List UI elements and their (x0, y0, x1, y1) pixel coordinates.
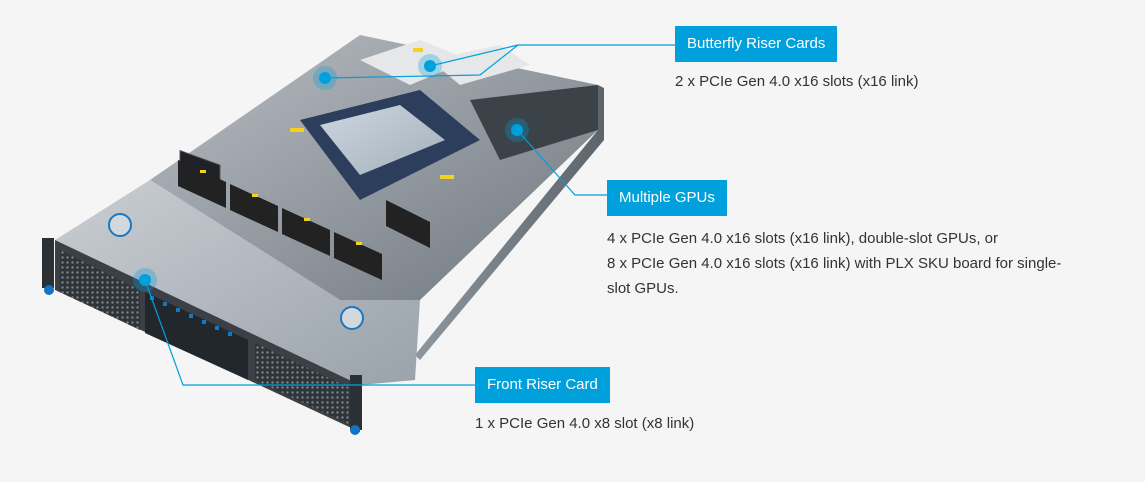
front-riser-card-label[interactable]: Front Riser Card (475, 367, 610, 403)
description-line: 1 x PCIe Gen 4.0 x8 slot (x8 link) (475, 415, 695, 432)
multiple-gpus-label[interactable]: Multiple GPUs (607, 180, 727, 216)
description-line: 2 x PCIe Gen 4.0 x16 slots (x16 link) (675, 73, 919, 90)
description-line: slot GPUs. (607, 280, 679, 297)
description-line: 4 x PCIe Gen 4.0 x16 slots (x16 link), d… (607, 230, 999, 247)
butterfly-riser-cards-label[interactable]: Butterfly Riser Cards (675, 26, 838, 62)
butterfly-riser-cards-description: 2 x PCIe Gen 4.0 x16 slots (x16 link) (675, 69, 918, 94)
description-line: 8 x PCIe Gen 4.0 x16 slots (x16 link) wi… (607, 255, 1062, 272)
front-riser-card-description: 1 x PCIe Gen 4.0 x8 slot (x8 link) (475, 411, 694, 436)
hotspot-marker-icon (133, 54, 529, 292)
multiple-gpus-description: 4 x PCIe Gen 4.0 x16 slots (x16 link), d… (607, 226, 1061, 301)
